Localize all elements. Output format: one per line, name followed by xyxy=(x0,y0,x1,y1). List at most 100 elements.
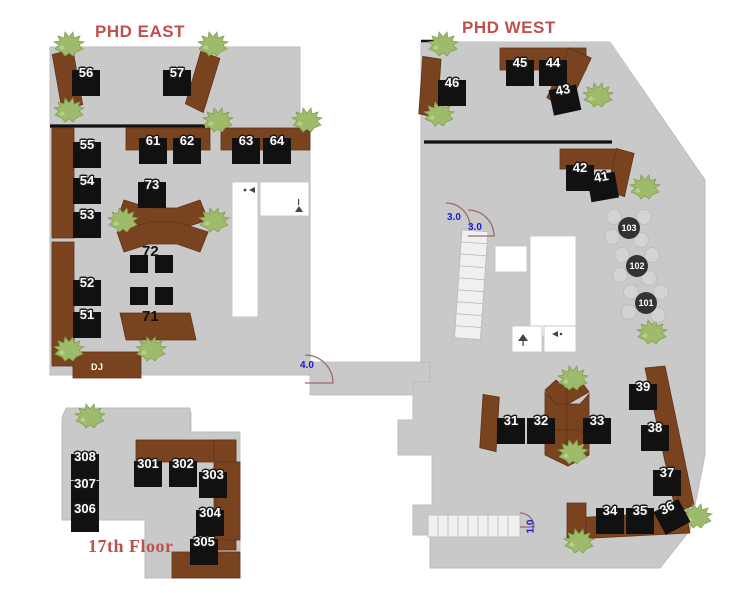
chair-102-2 xyxy=(612,267,628,283)
table-number: 53 xyxy=(79,207,95,222)
table-marker-303[interactable]: 303 xyxy=(199,468,227,498)
bar-fixture-icon-west xyxy=(518,331,563,346)
table-marker-44[interactable]: 44 xyxy=(539,56,567,86)
table-marker-57[interactable]: 57 xyxy=(163,66,191,96)
zone-title-17th-floor: 17th Floor xyxy=(88,536,174,556)
table-number: 46 xyxy=(444,75,460,90)
table-marker-56[interactable]: 56 xyxy=(72,66,100,96)
table-marker-38[interactable]: 38 xyxy=(641,421,669,451)
chair-101-2 xyxy=(621,304,637,320)
table-marker-45[interactable]: 45 xyxy=(506,56,534,86)
chair-101-1 xyxy=(653,284,669,300)
table-marker-61[interactable]: 61 xyxy=(139,134,167,164)
table-number: 51 xyxy=(79,307,95,322)
area-label-72: 72 xyxy=(142,243,159,260)
bar-area-east xyxy=(231,181,310,318)
table-number: 45 xyxy=(512,55,528,70)
door-arc-3b xyxy=(467,209,495,237)
table-number: 301 xyxy=(137,456,159,471)
table-marker-46[interactable]: 46 xyxy=(438,76,466,106)
table-number: 42 xyxy=(572,160,588,175)
table-marker-73[interactable]: 73 xyxy=(138,178,166,208)
chair-102-0 xyxy=(614,247,630,263)
zone-title-phd-east: PHD EAST xyxy=(95,22,185,41)
round-table-103[interactable]: 103 xyxy=(618,217,640,239)
table-marker-304[interactable]: 304 xyxy=(196,506,224,536)
table-marker-71a[interactable] xyxy=(130,287,148,305)
table-marker-51[interactable]: 51 xyxy=(73,308,101,338)
chair-103-2 xyxy=(604,229,620,245)
table-number: 302 xyxy=(172,456,194,471)
table-marker-307[interactable]: 307 xyxy=(71,477,99,507)
table-number: 35 xyxy=(632,503,648,518)
bar-fixture-icon xyxy=(243,187,303,212)
table-number: 73 xyxy=(144,177,160,192)
table-marker-31[interactable]: 31 xyxy=(497,414,525,444)
table-marker-62[interactable]: 62 xyxy=(173,134,201,164)
table-marker-308[interactable]: 308 xyxy=(71,450,99,480)
table-marker-32[interactable]: 32 xyxy=(527,414,555,444)
table-number: 33 xyxy=(589,413,605,428)
table-number: 38 xyxy=(647,420,663,435)
door-arc-3a xyxy=(445,202,471,228)
table-number: 56 xyxy=(78,65,94,80)
chair-103-3 xyxy=(633,232,649,248)
table-number: 44 xyxy=(545,55,561,70)
table-marker-72b[interactable] xyxy=(155,255,173,273)
chair-102-3 xyxy=(641,270,657,286)
table-number: 308 xyxy=(74,449,96,464)
table-marker-39[interactable]: 39 xyxy=(629,380,657,410)
table-number: 34 xyxy=(602,503,618,518)
dimension-label-dim-4: 4.0 xyxy=(300,360,314,371)
staircase-west-lower xyxy=(427,514,521,538)
table-marker-64[interactable]: 64 xyxy=(263,134,291,164)
table-marker-305[interactable]: 305 xyxy=(190,535,218,565)
table-number: 37 xyxy=(659,465,675,480)
round-table-101[interactable]: 101 xyxy=(635,292,657,314)
bar-area-west xyxy=(494,235,577,353)
table-number: 41 xyxy=(592,168,610,186)
dimension-label-dim-1: 1.0 xyxy=(525,519,537,534)
table-number: 39 xyxy=(635,379,651,394)
table-number: 32 xyxy=(533,413,549,428)
table-marker-301[interactable]: 301 xyxy=(134,457,162,487)
table-marker-306[interactable]: 306 xyxy=(71,502,99,532)
table-marker-52[interactable]: 52 xyxy=(73,276,101,306)
table-number: 304 xyxy=(199,505,221,520)
table-marker-54[interactable]: 54 xyxy=(73,174,101,204)
table-marker-71b[interactable] xyxy=(155,287,173,305)
dimension-label-dim-3b: 3.0 xyxy=(468,222,482,233)
table-number: 306 xyxy=(74,501,96,516)
table-number: 305 xyxy=(193,534,215,549)
table-marker-63[interactable]: 63 xyxy=(232,134,260,164)
table-number: 303 xyxy=(202,467,224,482)
table-number: 52 xyxy=(79,275,95,290)
table-marker-33[interactable]: 33 xyxy=(583,414,611,444)
table-marker-37[interactable]: 37 xyxy=(653,466,681,496)
table-marker-35[interactable]: 35 xyxy=(626,504,654,534)
dimension-label-dim-3a: 3.0 xyxy=(447,212,461,223)
zone-title-phd-west: PHD WEST xyxy=(462,18,556,37)
table-marker-55[interactable]: 55 xyxy=(73,138,101,168)
round-table-102[interactable]: 102 xyxy=(626,255,648,277)
dj-booth-label: DJ xyxy=(91,362,104,372)
table-marker-34[interactable]: 34 xyxy=(596,504,624,534)
table-number: 62 xyxy=(179,133,195,148)
door-arc-4 xyxy=(304,354,334,384)
door-arc-1 xyxy=(519,512,535,528)
chair-102-1 xyxy=(644,247,660,263)
table-number: 54 xyxy=(79,173,95,188)
table-number: 55 xyxy=(79,137,95,152)
table-number: 307 xyxy=(74,476,96,491)
table-marker-72a[interactable] xyxy=(130,255,148,273)
table-number: 43 xyxy=(554,80,572,99)
table-number: 57 xyxy=(169,65,185,80)
area-label-71: 71 xyxy=(142,308,159,325)
table-number: 36 xyxy=(657,497,677,518)
table-marker-302[interactable]: 302 xyxy=(169,457,197,487)
table-marker-53[interactable]: 53 xyxy=(73,208,101,238)
table-marker-41[interactable]: 41 xyxy=(586,168,620,203)
staircase-west xyxy=(454,229,489,340)
